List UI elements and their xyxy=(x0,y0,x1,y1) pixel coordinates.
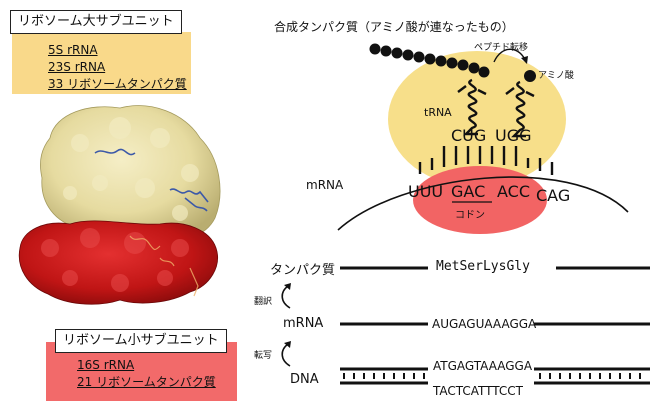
small-subunit-title: リボソーム小サブユニット xyxy=(55,329,227,353)
protein-sequence: MetSerLysGly xyxy=(436,259,530,274)
mrna-label-top: mRNA xyxy=(306,178,344,192)
component-5s-rrna: 5S rRNA xyxy=(48,43,98,57)
trna-2 xyxy=(505,80,535,138)
component-33-proteins: 33 リボソームタンパク質 xyxy=(48,77,187,91)
peptide-chain xyxy=(369,43,490,78)
mrna-strand xyxy=(337,176,629,231)
peptidyl-transfer-label: ペプチド転移 xyxy=(474,43,529,53)
protein-label: タンパク質 xyxy=(270,263,336,278)
component-21-proteins: 21 リボソームタンパク質 xyxy=(77,375,216,389)
dna-bottom-sequence: TACTCATTTCCT xyxy=(433,384,524,398)
transcription-label: 転写 xyxy=(254,351,273,361)
component-16s-rrna: 16S rRNA xyxy=(77,358,135,372)
codon-gac: GAC xyxy=(451,182,486,201)
large-subunit-panel xyxy=(12,32,191,94)
central-dogma-lines xyxy=(340,266,650,385)
codon-uuu: UUU xyxy=(408,182,444,201)
anticodon-1: CUG xyxy=(451,126,487,145)
mrna-sequence: AUGAGUAAAGGA xyxy=(432,317,537,331)
dna-top-sequence: ATGAGTAAAGGA xyxy=(433,359,533,373)
transcription-arrow xyxy=(281,341,291,367)
synthesized-protein-title: 合成タンパク質（アミノ酸が連なったもの） xyxy=(274,20,514,34)
mrna-label-bottom: mRNA xyxy=(283,316,324,331)
component-23s-rrna: 23S rRNA xyxy=(48,60,106,74)
small-subunit-components: 16S rRNA 21 リボソームタンパク質 xyxy=(77,357,216,391)
large-subunit-components: 5S rRNA 23S rRNA 33 リボソームタンパク質 xyxy=(48,42,187,93)
amino-acid-bead xyxy=(524,70,536,82)
large-subunit-title: リボソーム大サブユニット xyxy=(10,10,182,34)
translation-label: 翻訳 xyxy=(254,297,273,307)
ribosome-large-subunit xyxy=(388,51,566,187)
trna-label: tRNA xyxy=(424,106,452,119)
dna-label: DNA xyxy=(290,372,319,387)
translation-arrow xyxy=(281,283,291,309)
anticodon-2: UGG xyxy=(495,126,532,145)
translation-diagram xyxy=(337,43,629,234)
codon-label: コドン xyxy=(455,210,485,221)
codon-cag: CAG xyxy=(536,186,571,205)
trna-1 xyxy=(457,78,487,136)
codon-ticks xyxy=(418,146,554,175)
amino-acid-label: アミノ酸 xyxy=(538,71,574,81)
ribosome-structure-image xyxy=(18,105,221,305)
codon-acc: ACC xyxy=(497,182,531,201)
